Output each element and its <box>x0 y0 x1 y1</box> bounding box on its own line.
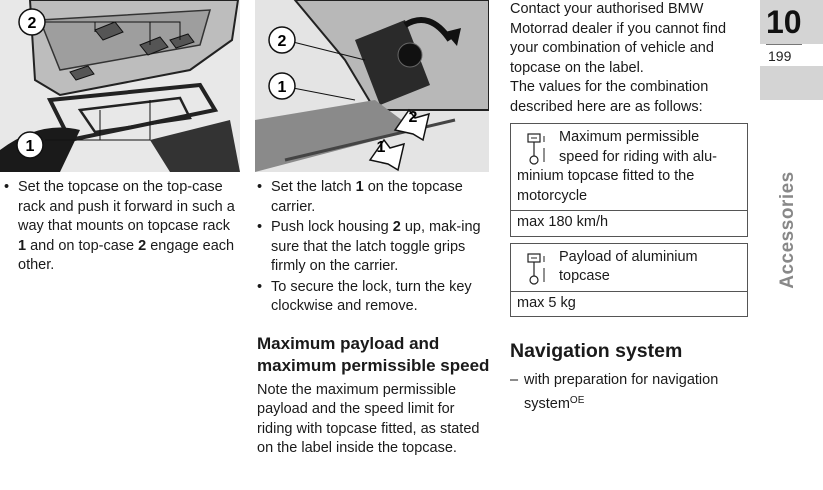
payload-note-paragraph: Note the maximum permissible payload and… <box>257 381 480 457</box>
arrow-label-2: 2 <box>409 109 418 126</box>
values-intro-paragraph: The values for the combination described… <box>510 79 709 115</box>
svg-text:2: 2 <box>278 33 287 50</box>
callout-2: 2 <box>268 26 296 54</box>
step-item: Push lock housing 2 up, mak-ing sure tha… <box>257 218 493 277</box>
step-list: Set the latch 1 on the topcase carrier. … <box>257 178 493 317</box>
page-number-rule <box>766 44 802 45</box>
spec-box-max-speed: Maximum permissible speed for riding wit… <box>510 123 748 237</box>
section-heading-navigation: Navigation system <box>510 340 683 362</box>
step-list: Set the topcase on the top-case rack and… <box>4 178 236 276</box>
tab-strip <box>760 66 823 100</box>
callout-1: 1 <box>268 72 296 100</box>
svg-text:1: 1 <box>278 79 287 96</box>
figure-topcase-on-rack: 2 1 <box>0 0 240 172</box>
oe-superscript: OE <box>569 394 585 406</box>
step-item: To secure the lock, turn the key clockwi… <box>257 278 493 317</box>
chapter-number: 10 <box>766 4 802 40</box>
page-number: 199 <box>768 48 792 64</box>
step-item: Set the topcase on the top-case rack and… <box>4 178 236 276</box>
chapter-number-box: 10 <box>760 0 823 44</box>
topcase-rack-illustration: 2 1 <box>0 0 240 172</box>
spec-label: Maximum permissible speed for riding wit… <box>559 129 717 165</box>
navigation-option-item: with preparation for navigation systemOE <box>510 371 750 414</box>
callout-2: 2 <box>18 8 46 36</box>
svg-text:2: 2 <box>28 15 37 32</box>
step-item: Set the latch 1 on the topcase carrier. <box>257 178 493 217</box>
spec-box-payload: Payload of aluminium topcase max 5 kg <box>510 242 748 317</box>
figure-latch-lock: 2 1 2 1 <box>255 0 489 172</box>
dealer-contact-paragraph: Contact your authorised BMW Motorrad dea… <box>510 1 727 76</box>
column-2: Set the latch 1 on the topcase carrier. … <box>257 178 493 459</box>
subheading-payload-speed: Maximum payload and maximum permissible … <box>257 333 490 375</box>
latch-lock-illustration: 2 1 2 1 <box>255 0 489 172</box>
spec-value: max 180 km/h <box>511 210 747 236</box>
svg-text:1: 1 <box>26 138 35 155</box>
chapter-tab: 10 199 Accessories <box>760 0 823 490</box>
arrow-label-1: 1 <box>377 139 386 156</box>
section-label-vertical: Accessories <box>777 171 798 289</box>
column-3: Contact your authorised BMW Motorrad dea… <box>510 0 750 414</box>
spec-label-continued: minium topcase fitted to the motorcycle <box>517 168 695 204</box>
svg-text:1: 1 <box>377 139 386 156</box>
spec-label: Payload of aluminium topcase <box>559 248 698 285</box>
svg-text:2: 2 <box>409 109 418 126</box>
callout-1: 1 <box>16 131 44 159</box>
gauge-info-icon <box>527 133 545 165</box>
spec-value: max 5 kg <box>511 290 747 317</box>
gauge-info-icon <box>527 252 545 285</box>
column-1: Set the topcase on the top-case rack and… <box>4 178 236 277</box>
